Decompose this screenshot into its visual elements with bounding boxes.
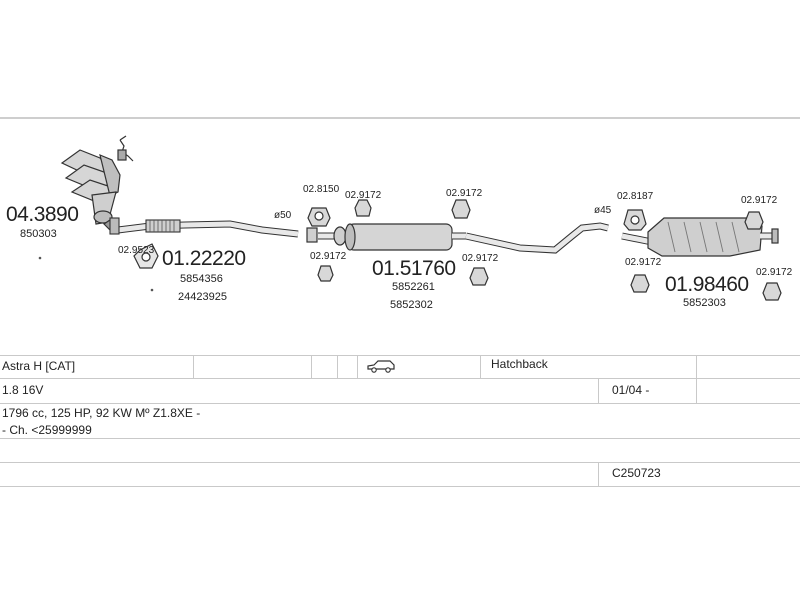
front-pipe-code: 01.22220 bbox=[162, 247, 246, 270]
hanger-code-h: 02.9172 bbox=[741, 195, 778, 206]
catalog-code: C250723 bbox=[612, 466, 661, 480]
front-pipe-ref-1: 5854356 bbox=[180, 273, 223, 285]
vehicle-chassis: - Ch. <25999999 bbox=[2, 423, 92, 437]
table-divider bbox=[193, 355, 194, 378]
vehicle-body: Hatchback bbox=[491, 357, 548, 371]
table-divider bbox=[598, 462, 599, 486]
manifold-drawing bbox=[60, 149, 121, 233]
hanger-code-d: 02.9172 bbox=[446, 188, 483, 199]
hanger-code-c: 02.9172 bbox=[310, 251, 347, 262]
table-rule bbox=[0, 486, 800, 487]
table-rule bbox=[0, 403, 800, 404]
middle-silencer-drawing bbox=[306, 222, 609, 254]
diameter-rear: ø45 bbox=[594, 205, 612, 216]
middle-silencer-code: 01.51760 bbox=[372, 257, 456, 280]
table-divider bbox=[480, 355, 481, 378]
hanger-drawings bbox=[307, 199, 782, 301]
gasket-drawing bbox=[133, 243, 159, 269]
vehicle-spec: 1796 cc, 125 HP, 92 KW Mº Z1.8XE - bbox=[2, 406, 201, 420]
table-rule bbox=[0, 462, 800, 463]
vehicle-engine: 1.8 16V bbox=[2, 383, 44, 397]
manifold-code: 04.3890 bbox=[6, 203, 79, 226]
front-pipe-drawing bbox=[109, 217, 299, 238]
dot-mark bbox=[150, 288, 154, 292]
dot-mark bbox=[38, 256, 42, 260]
rear-silencer-code: 01.98460 bbox=[665, 273, 749, 296]
table-divider bbox=[696, 355, 697, 403]
table-rule bbox=[0, 438, 800, 439]
gasket-code: 02.9523 bbox=[118, 245, 155, 256]
table-divider bbox=[598, 378, 599, 403]
table-divider bbox=[311, 355, 312, 378]
diameter-front: ø50 bbox=[274, 210, 292, 221]
hanger-code-f: 02.8187 bbox=[617, 191, 654, 202]
lambda-sensor-drawing bbox=[117, 135, 134, 162]
middle-silencer-ref-2: 5852302 bbox=[390, 299, 433, 311]
hanger-code-i: 02.9172 bbox=[756, 267, 793, 278]
table-rule bbox=[0, 355, 800, 356]
hanger-code-b: 02.9172 bbox=[345, 190, 382, 201]
manifold-ref: 850303 bbox=[20, 228, 57, 240]
rear-silencer-drawing bbox=[621, 217, 779, 257]
vehicle-model: Astra H [CAT] bbox=[2, 359, 76, 373]
table-divider bbox=[337, 355, 338, 378]
front-pipe-ref-2: 24423925 bbox=[178, 291, 227, 303]
hanger-code-e: 02.9172 bbox=[462, 253, 499, 264]
hanger-code-a: 02.8150 bbox=[303, 184, 340, 195]
hanger-code-g: 02.9172 bbox=[625, 257, 662, 268]
middle-silencer-ref-1: 5852261 bbox=[392, 281, 435, 293]
car-icon bbox=[366, 359, 396, 376]
rear-silencer-ref: 5852303 bbox=[683, 297, 726, 309]
table-rule bbox=[0, 378, 800, 379]
table-divider bbox=[357, 355, 358, 378]
vehicle-date: 01/04 - bbox=[612, 383, 650, 397]
